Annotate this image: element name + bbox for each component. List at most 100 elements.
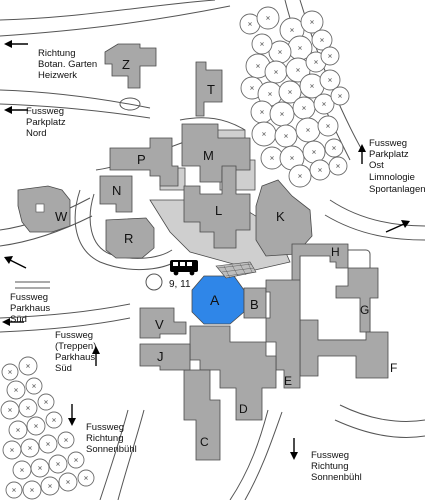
label-P: P	[137, 152, 146, 167]
tree-mark	[336, 164, 340, 168]
building-C[interactable]	[183, 369, 221, 461]
label-treppen-4: Süd	[55, 363, 72, 374]
bus-routes: 9, 11	[169, 279, 191, 290]
tree-cluster-southwest	[0, 356, 95, 500]
label-parkhaus-1: Fussweg	[10, 292, 48, 303]
building-labels: Z T M P N W R L K H A B G V J E F D C	[55, 57, 397, 449]
label-H: H	[331, 245, 340, 259]
bus-icon	[170, 260, 198, 276]
tree-mark	[28, 446, 32, 450]
tree-mark	[26, 364, 30, 368]
label-nord-3: Nord	[26, 128, 47, 139]
tree-mark	[290, 156, 294, 160]
tree-mark	[274, 70, 278, 74]
label-sonnen-left-2: Richtung	[86, 433, 124, 444]
tree-mark	[310, 20, 314, 24]
building-P[interactable]	[109, 137, 179, 187]
tree-mark	[32, 384, 36, 388]
arrow-west-nord	[4, 106, 28, 114]
label-treppen-1: Fussweg	[55, 330, 93, 341]
label-ost-3: Ost	[369, 160, 384, 171]
tree-mark	[338, 94, 342, 98]
tree-mark	[38, 466, 42, 470]
label-A: A	[210, 292, 220, 308]
tree-mark	[30, 488, 34, 492]
tree-mark	[8, 408, 12, 412]
tree-mark	[284, 134, 288, 138]
label-D: D	[239, 402, 248, 416]
tree-mark	[290, 28, 294, 32]
label-N: N	[112, 183, 121, 198]
label-sonnen-right-1: Fussweg	[311, 450, 349, 461]
label-ost-4: Limnologie	[369, 172, 415, 183]
arrow-ost	[358, 144, 366, 164]
bus-stop[interactable]: 9, 11	[169, 260, 198, 290]
tree-mark	[14, 388, 18, 392]
tree-mark	[328, 54, 332, 58]
building-F[interactable]	[299, 319, 389, 379]
tree-mark	[84, 476, 88, 480]
tree-mark	[260, 110, 264, 114]
building-G[interactable]	[335, 267, 379, 333]
tree-mark	[250, 86, 254, 90]
label-treppen-3: Parkhaus	[55, 352, 95, 363]
tree-mark	[34, 424, 38, 428]
tree-mark	[46, 442, 50, 446]
building-J[interactable]	[139, 343, 191, 371]
label-G: G	[360, 303, 369, 317]
tree-mark	[306, 128, 310, 132]
arrow-west-mid	[4, 256, 27, 269]
label-Z: Z	[122, 57, 130, 72]
tree-mark	[256, 64, 260, 68]
direction-labels: Richtung Botan. Garten Heizwerk Fussweg …	[10, 48, 425, 483]
building-D[interactable]	[189, 325, 277, 421]
building-Z[interactable]	[104, 43, 157, 89]
tree-mark	[298, 174, 302, 178]
tree-mark	[262, 132, 266, 136]
label-E: E	[284, 374, 292, 388]
label-sonnen-right-3: Sonnenbühl	[311, 472, 362, 483]
buildings	[17, 43, 389, 461]
label-V: V	[155, 317, 164, 332]
tree-mark	[314, 60, 318, 64]
tree-mark	[266, 16, 270, 20]
tree-mark	[278, 50, 282, 54]
building-A[interactable]	[191, 275, 245, 325]
tree-mark	[44, 400, 48, 404]
arrow-east	[385, 220, 410, 233]
label-sonnen-right-2: Richtung	[311, 461, 349, 472]
label-L: L	[215, 203, 222, 218]
label-sonnen-left-3: Sonnenbühl	[86, 444, 137, 455]
label-ost-1: Fussweg	[369, 138, 407, 149]
building-L[interactable]	[183, 165, 251, 249]
tree-mark	[66, 480, 70, 484]
label-treppen-2: (Treppen)	[55, 341, 96, 352]
tree-mark	[280, 112, 284, 116]
tree-mark	[322, 102, 326, 106]
building-N[interactable]	[99, 175, 133, 213]
tree-mark	[10, 448, 14, 452]
building-V[interactable]	[139, 307, 187, 339]
building-T[interactable]	[195, 61, 223, 117]
tree-mark	[312, 150, 316, 154]
label-M: M	[203, 148, 214, 163]
label-botan-1: Richtung	[38, 48, 76, 59]
label-W: W	[55, 209, 68, 224]
building-E[interactable]	[265, 279, 301, 389]
tree-mark	[270, 156, 274, 160]
tree-mark	[48, 484, 52, 488]
building-R[interactable]	[105, 217, 155, 259]
direction-arrows	[2, 40, 410, 460]
tree-mark	[74, 458, 78, 462]
label-B: B	[250, 297, 259, 312]
label-parkhaus-3: Süd	[10, 314, 27, 325]
arrow-sonnenbuehl-left	[68, 404, 76, 426]
tree-mark	[318, 168, 322, 172]
tree-mark	[12, 488, 16, 492]
tree-mark	[56, 462, 60, 466]
tree-mark	[328, 78, 332, 82]
label-F: F	[390, 361, 397, 375]
tree-mark	[298, 46, 302, 50]
tree-cluster-east	[239, 6, 350, 188]
tree-mark	[302, 106, 306, 110]
